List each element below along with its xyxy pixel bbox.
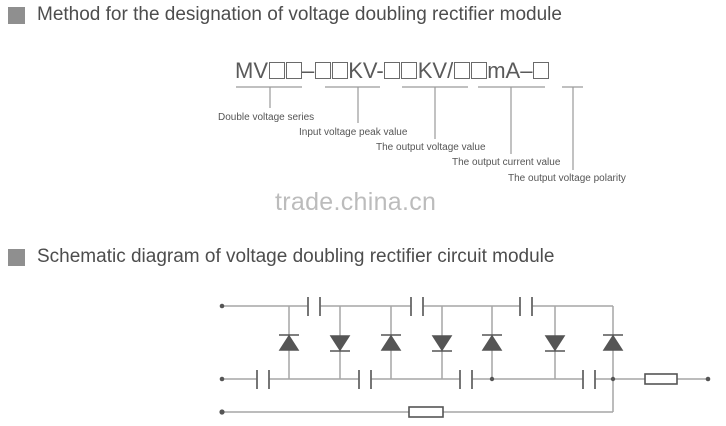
capacitor-mid-4 (582, 370, 596, 389)
diodes (278, 334, 624, 352)
code-placeholder-box (384, 62, 401, 79)
capacitor-mid-3 (459, 370, 473, 389)
code-placeholder-box (470, 62, 487, 79)
capacitor-top-3 (519, 297, 533, 316)
code-unit-input: KV- (348, 58, 384, 83)
code-placeholder-box (532, 62, 549, 79)
square-bullet-icon (8, 248, 25, 266)
diode-up-icon (602, 334, 624, 351)
diode-down-icon (544, 335, 566, 352)
label-input-voltage-peak: Input voltage peak value (299, 127, 408, 138)
code-placeholder-box (314, 62, 331, 79)
capacitor-mid-1 (256, 370, 270, 389)
capacitors (256, 297, 596, 389)
section-title-text: Method for the designation of voltage do… (37, 4, 562, 25)
resistors (408, 373, 678, 418)
terminal-middle[interactable] (219, 376, 225, 382)
code-placeholder-box (453, 62, 470, 79)
diode-up-icon (278, 334, 300, 351)
wires (222, 305, 708, 413)
capacitor-mid-2 (358, 370, 372, 389)
label-output-current-value: The output current value (452, 157, 561, 168)
diode-down-icon (329, 335, 351, 352)
code-prefix: MV (235, 58, 268, 83)
square-bullet-icon (8, 6, 25, 24)
code-unit-current: mA– (487, 58, 533, 83)
code-separator: – (302, 58, 315, 83)
label-output-voltage-polarity: The output voltage polarity (508, 173, 626, 184)
code-placeholder-box (285, 62, 302, 79)
terminal-output[interactable] (705, 376, 711, 382)
diode-up-icon (380, 334, 402, 351)
code-placeholder-box (401, 62, 418, 79)
diode-down-icon (431, 335, 453, 352)
designation-code: MV – KV- KV/mA– (235, 58, 549, 84)
label-double-voltage-series: Double voltage series (218, 112, 315, 123)
junction-dot (489, 376, 495, 382)
diode-up-icon (481, 334, 503, 351)
resistor-output (644, 373, 678, 385)
section-title-text: Schematic diagram of voltage doubling re… (37, 246, 555, 267)
designation-leaders (236, 86, 583, 170)
capacitor-top-1 (307, 297, 321, 316)
section-title-designation: Method for the designation of voltage do… (8, 4, 562, 26)
capacitor-top-2 (410, 297, 424, 316)
junctions (219, 303, 711, 415)
junction-dot (610, 376, 616, 382)
label-output-voltage-value: The output voltage value (376, 142, 486, 153)
code-placeholder-box (268, 62, 285, 79)
section-title-schematic: Schematic diagram of voltage doubling re… (8, 246, 554, 268)
resistor-bottom (408, 406, 444, 418)
terminal-top[interactable] (219, 303, 225, 309)
code-placeholder-box (331, 62, 348, 79)
code-unit-output: KV/ (417, 58, 454, 83)
terminal-bottom[interactable] (219, 409, 225, 415)
watermark: trade.china.cn (275, 188, 437, 216)
